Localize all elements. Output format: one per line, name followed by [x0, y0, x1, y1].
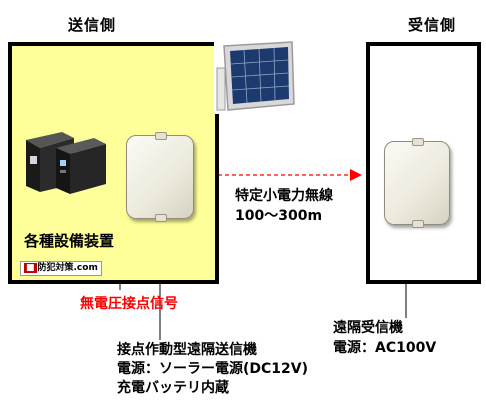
transmitter-enclosure-image — [126, 132, 194, 222]
transmitter-name: 接点作動型遠隔送信機 — [117, 342, 257, 358]
equipment-device-icon — [26, 132, 106, 194]
solar-panel-icon — [214, 36, 296, 114]
receiver-device-label: 遠隔受信機 — [333, 320, 403, 336]
transmitter-battery: 充電バッテリ内蔵 — [117, 380, 229, 396]
equipment-label: 各種設備装置 — [24, 232, 115, 250]
radio-label-line2: 100〜300m — [235, 208, 323, 224]
signal-label: 無電圧接点信号 — [80, 296, 178, 312]
solar-panel-image — [214, 36, 296, 114]
receiver-tab-bottom — [412, 220, 424, 228]
sender-title: 送信側 — [68, 16, 117, 34]
receiver-title: 受信側 — [408, 16, 457, 34]
logo-text: 防犯対策.com — [37, 263, 98, 273]
logo-mark-icon: ■ — [24, 263, 37, 273]
enclosure-tab-bottom — [155, 214, 167, 222]
radio-arrowhead — [350, 169, 362, 181]
enclosure-tab-top — [155, 132, 167, 140]
receiver-tab-top — [412, 138, 424, 146]
radio-label-line1: 特定小電力無線 — [235, 188, 333, 204]
transmitter-power: 電源：ソーラー電源(DC12V) — [117, 361, 309, 377]
receiver-enclosure-image — [384, 138, 450, 228]
site-logo: ■防犯対策.com — [20, 261, 102, 276]
receiver-power-label: 電源：AC100V — [333, 340, 437, 356]
equipment-image — [22, 126, 107, 196]
